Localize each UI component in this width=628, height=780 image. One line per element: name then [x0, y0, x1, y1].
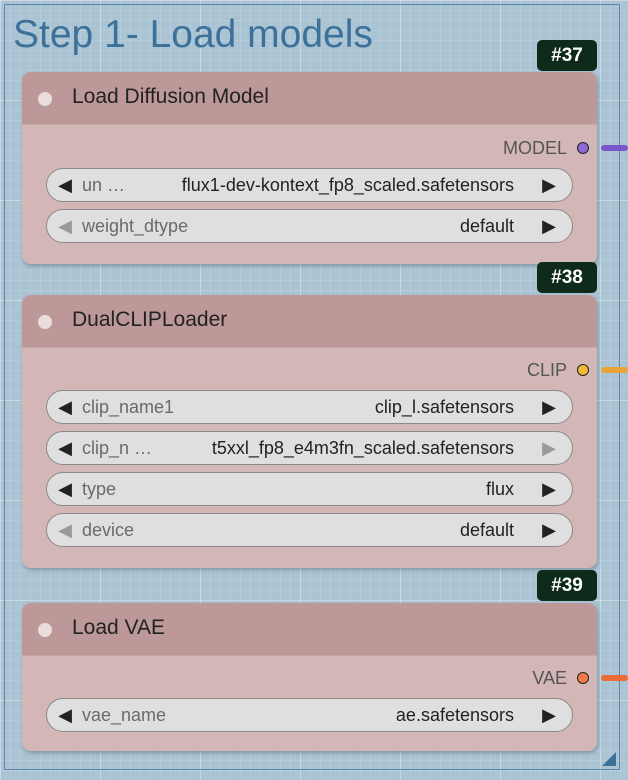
widget-device[interactable]: ◀ device default ▶ [46, 513, 573, 547]
node-dualcliploader[interactable]: DualCLIPLoader CLIP ◀ clip_name1 clip_l.… [22, 295, 597, 568]
widget-clip-name2[interactable]: ◀ clip_n … t5xxl_fp8_e4m3fn_scaled.safet… [46, 431, 573, 465]
widget-name: type [82, 479, 117, 499]
node-load-diffusion-model[interactable]: Load Diffusion Model MODEL ◀ un … flux1-… [22, 72, 597, 264]
output-label: MODEL [502, 137, 567, 158]
output-vae[interactable]: VAE [532, 666, 589, 690]
output-clip[interactable]: CLIP [527, 358, 589, 382]
left-arrow-icon[interactable]: ◀ [58, 520, 72, 540]
node-title: Load Diffusion Model [72, 85, 269, 108]
widget-value: default [459, 216, 514, 236]
left-arrow-icon[interactable]: ◀ [58, 216, 72, 236]
widget-value: flux [485, 479, 514, 499]
widget-value: ae.safetensors [395, 705, 514, 725]
circle-dot-icon[interactable] [38, 92, 52, 106]
widget-name: weight_dtype [82, 216, 189, 236]
node-header[interactable]: Load Diffusion Model [22, 72, 597, 125]
output-port-icon[interactable] [577, 364, 589, 376]
widget-name: un … [82, 175, 126, 195]
node-header[interactable]: DualCLIPLoader [22, 295, 597, 348]
right-arrow-icon[interactable]: ▶ [542, 175, 556, 195]
widget-value: flux1-dev-kontext_fp8_scaled.safetensors [181, 175, 514, 195]
widget-clip-name1[interactable]: ◀ clip_name1 clip_l.safetensors ▶ [46, 390, 573, 424]
node-header[interactable]: Load VAE [22, 603, 597, 656]
node-title: Load VAE [72, 616, 166, 639]
widget-name: clip_n … [82, 438, 153, 458]
node-title: DualCLIPLoader [72, 308, 228, 331]
widget-name: vae_name [82, 705, 167, 725]
right-arrow-icon[interactable]: ▶ [542, 479, 556, 499]
left-arrow-icon[interactable]: ◀ [58, 438, 72, 458]
resize-corner-icon[interactable] [602, 752, 616, 766]
group-title[interactable]: Step 1- Load models [13, 13, 373, 56]
widget-value: default [459, 520, 514, 540]
output-port-icon[interactable] [577, 672, 589, 684]
right-arrow-icon[interactable]: ▶ [542, 397, 556, 417]
left-arrow-icon[interactable]: ◀ [58, 479, 72, 499]
output-label: VAE [532, 667, 567, 688]
model-wire [601, 145, 628, 151]
left-arrow-icon[interactable]: ◀ [58, 397, 72, 417]
circle-dot-icon[interactable] [38, 623, 52, 637]
node-id-badge: #37 [537, 40, 597, 71]
widget-type[interactable]: ◀ type flux ▶ [46, 472, 573, 506]
output-model[interactable]: MODEL [503, 136, 589, 160]
widget-value: clip_l.safetensors [374, 397, 514, 417]
output-port-icon[interactable] [577, 142, 589, 154]
widget-vae-name[interactable]: ◀ vae_name ae.safetensors ▶ [46, 698, 573, 732]
right-arrow-icon[interactable]: ▶ [542, 216, 556, 236]
circle-dot-icon[interactable] [38, 315, 52, 329]
right-arrow-icon[interactable]: ▶ [542, 520, 556, 540]
widget-weight-dtype[interactable]: ◀ weight_dtype default ▶ [46, 209, 573, 243]
left-arrow-icon[interactable]: ◀ [58, 175, 72, 195]
node-load-vae[interactable]: Load VAE VAE ◀ vae_name ae.safetensors ▶ [22, 603, 597, 751]
node-id-badge: #39 [537, 570, 597, 601]
vae-wire [601, 675, 628, 681]
output-label: CLIP [526, 359, 567, 380]
widget-name: device [82, 520, 135, 540]
right-arrow-icon[interactable]: ▶ [542, 438, 556, 458]
group-step1[interactable]: Step 1- Load models [4, 4, 620, 770]
clip-wire [601, 367, 628, 373]
right-arrow-icon[interactable]: ▶ [542, 705, 556, 725]
widget-value: t5xxl_fp8_e4m3fn_scaled.safetensors [211, 438, 514, 458]
node-id-badge: #38 [537, 262, 597, 293]
left-arrow-icon[interactable]: ◀ [58, 705, 72, 725]
widget-unet-name[interactable]: ◀ un … flux1-dev-kontext_fp8_scaled.safe… [46, 168, 573, 202]
widget-name: clip_name1 [82, 397, 175, 417]
